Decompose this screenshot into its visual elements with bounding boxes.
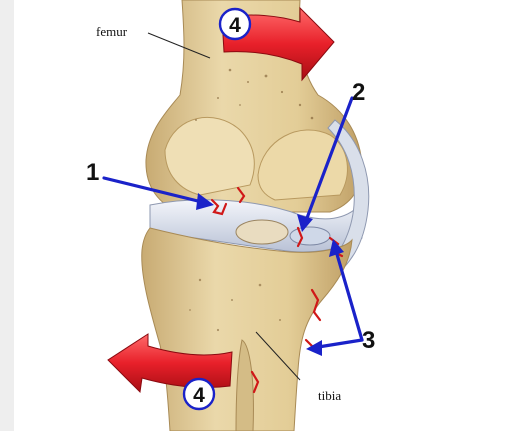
femur-condyle: [164, 116, 255, 196]
arrowhead-2: [297, 214, 313, 232]
callout-number-4-top: 4: [229, 14, 241, 37]
arrow-1-line: [102, 176, 212, 206]
arrowhead-3b: [306, 340, 322, 356]
callout-arrowheads: [196, 193, 344, 356]
callout-number-1: 1: [86, 159, 99, 186]
callout-number-3: 3: [362, 327, 375, 354]
arrow-2-line: [302, 96, 354, 228]
fibula: [235, 339, 254, 431]
circle-4-top: [218, 7, 252, 41]
callout-number-4-bottom: 4: [193, 384, 205, 407]
tibia-leader: [255, 331, 301, 381]
page-edge: [0, 0, 14, 431]
femur-condyle-lateral: [257, 129, 348, 201]
arrow-3a-line: [332, 242, 364, 342]
meniscus-lateral: [289, 226, 331, 246]
circle-4-bottom: [182, 377, 216, 411]
tibia-label: tibia: [318, 388, 341, 403]
tibia-texture: [189, 278, 281, 332]
callout-number-2: 2: [352, 79, 365, 106]
meniscus: [235, 219, 289, 245]
arrowhead-3a: [329, 239, 344, 257]
arrowhead-1: [196, 193, 214, 210]
bone-texture: [195, 68, 314, 121]
femur-leader: [147, 32, 211, 59]
femur-label: femur: [96, 24, 128, 39]
